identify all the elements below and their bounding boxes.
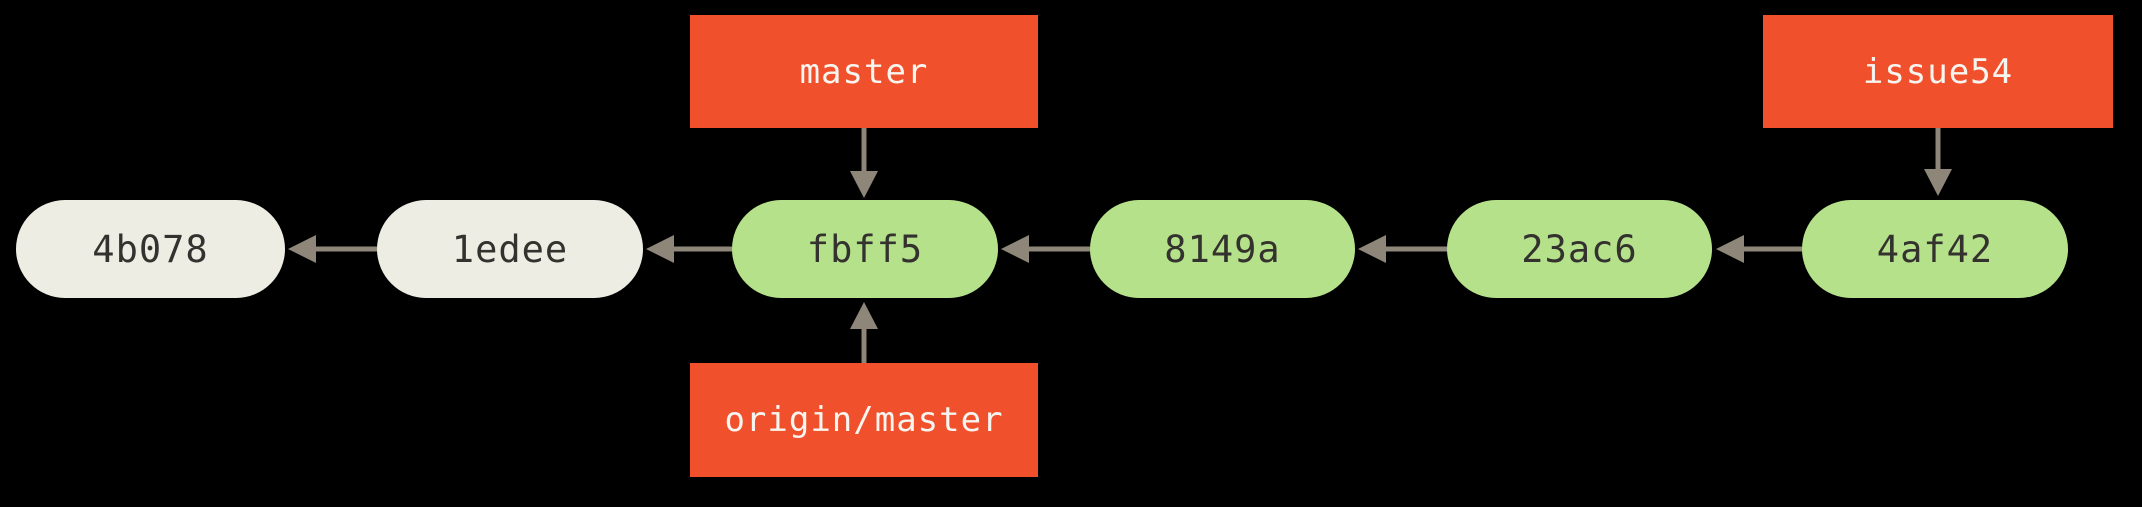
commit-node-4af42: 4af42	[1802, 200, 2068, 298]
branch-label-text: origin/master	[724, 400, 1004, 440]
arrow-23ac6-to-8149a	[1358, 235, 1447, 263]
arrow-issue54-to-4af42	[1924, 128, 1952, 196]
branch-label-master: master	[690, 15, 1038, 128]
commit-id: 4b078	[92, 227, 209, 271]
arrow-8149a-to-fbff5	[1001, 235, 1090, 263]
commit-node-23ac6: 23ac6	[1447, 200, 1712, 298]
commit-id: 8149a	[1164, 227, 1281, 271]
commit-id: fbff5	[806, 227, 924, 271]
arrow-1edee-to-4b078	[288, 235, 377, 263]
branch-label-text: master	[799, 51, 929, 92]
commit-id: 4af42	[1876, 227, 1994, 271]
commit-node-4b078: 4b078	[16, 200, 285, 298]
branch-label-issue54: issue54	[1763, 15, 2113, 128]
arrow-4af42-to-23ac6	[1716, 235, 1802, 263]
arrow-origin-master-to-fbff5	[850, 302, 878, 363]
arrow-master-to-fbff5	[850, 128, 878, 198]
commit-node-8149a: 8149a	[1090, 200, 1355, 298]
commit-id: 1edee	[451, 227, 569, 271]
commit-id: 23ac6	[1521, 227, 1638, 271]
commit-node-fbff5: fbff5	[732, 200, 998, 298]
arrow-fbff5-to-1edee	[646, 235, 732, 263]
branch-label-text: issue54	[1862, 51, 2014, 92]
commit-node-1edee: 1edee	[377, 200, 643, 298]
branch-label-origin-master: origin/master	[690, 363, 1038, 477]
